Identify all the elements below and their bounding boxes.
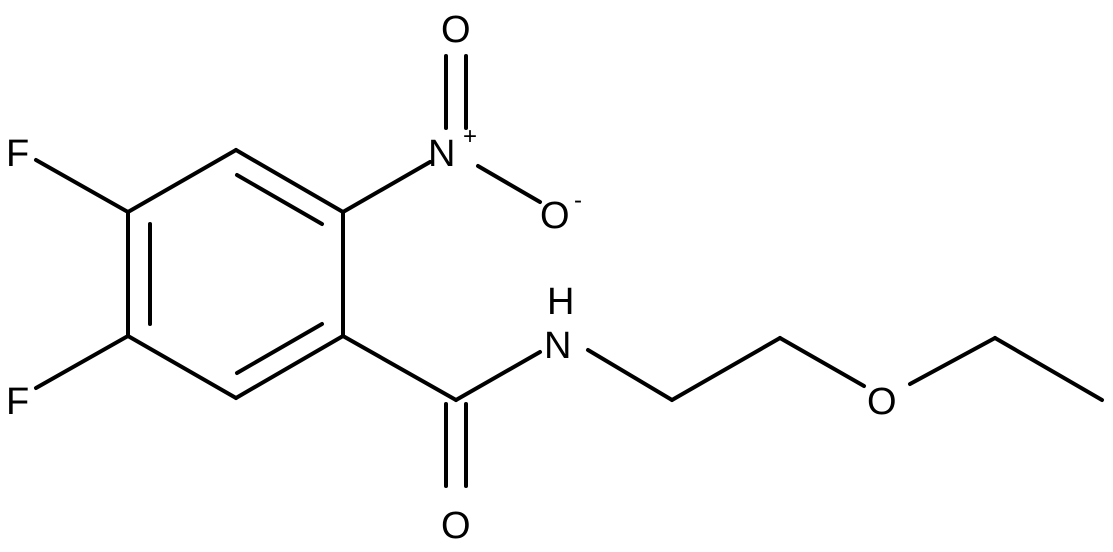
atom-label-h-amide: H	[547, 281, 574, 323]
bond-ring-c2-c3	[126, 148, 238, 214]
bond-ring-c1-c2-inner	[235, 173, 324, 226]
bond-ch2-ch3	[993, 336, 1104, 402]
atom-label-o-carbonyl: O	[441, 505, 471, 547]
bond-c-carbonyl	[341, 334, 458, 402]
bond-ch2-ch2	[670, 336, 782, 402]
atom-label-n-amide: N	[544, 325, 571, 367]
atom-charge-o-minus: -	[574, 187, 582, 214]
bond-c-n-amide	[454, 350, 542, 402]
bond-ring-c4-c5	[126, 334, 238, 400]
bond-c-n-nitro	[341, 160, 432, 214]
atom-label-o-nitro-right: O	[540, 195, 570, 237]
bond-ch2-o	[778, 336, 866, 388]
atom-charge-n-plus: +	[463, 123, 477, 150]
bond-ring-c1-c2	[234, 148, 345, 214]
bond-ring-c5-c6-inner	[235, 322, 324, 375]
atom-label-o-nitro-top: O	[441, 9, 471, 51]
atom-label-o-ether: O	[867, 381, 897, 423]
bond-ring-c5-c6	[234, 334, 345, 400]
atom-label-n-nitro: N	[428, 133, 455, 175]
atom-label-f-bottom: F	[6, 381, 29, 423]
bond-n-o-right	[476, 164, 542, 204]
bond-o-ch2	[908, 336, 997, 386]
atom-label-f-top: F	[6, 133, 29, 175]
bond-n-ch2	[586, 348, 674, 402]
bond-c-f-bottom	[34, 334, 130, 390]
bond-c-f-top	[34, 158, 130, 214]
